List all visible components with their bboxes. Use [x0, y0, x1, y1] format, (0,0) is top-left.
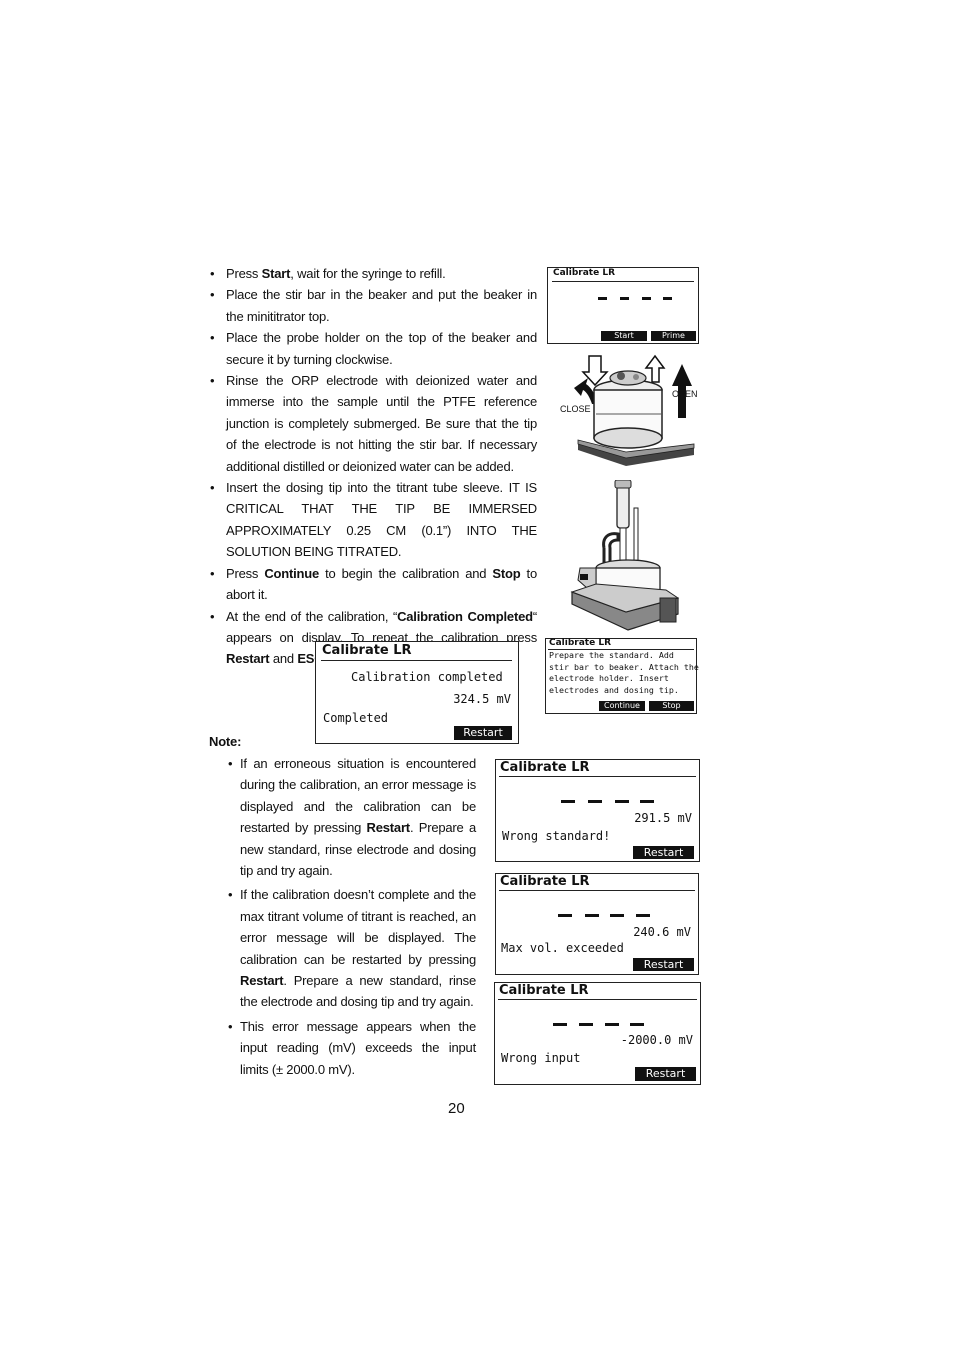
- list-item: • Press Continue to begin the calibration…: [208, 563, 537, 606]
- beaker-holder-illustration: CLOSE OPEN: [560, 354, 698, 466]
- list-item: • Place the probe holder on the top of th…: [208, 327, 537, 370]
- bullet-icon: •: [228, 1018, 233, 1034]
- lcd-status: Completed: [323, 711, 389, 725]
- lcd-completed-screen: Calibrate LR Calibration completed 324.5…: [315, 641, 519, 744]
- list-item-text: This error message appears when the inpu…: [240, 1018, 476, 1077]
- lcd-status: Wrong standard!: [502, 829, 611, 843]
- list-item-text: . Prepare a new standard, rinse electrod…: [240, 820, 476, 879]
- list-item-text: Rinse the ORP electrode with deionized w…: [226, 373, 537, 474]
- bullet-icon: •: [210, 287, 215, 303]
- list-item-keyword: Restart: [226, 651, 270, 667]
- page-number: 20: [448, 1100, 465, 1117]
- restart-button[interactable]: Restart: [633, 846, 694, 859]
- list-item-text: and: [269, 651, 298, 667]
- lcd-wrong-standard-screen: Calibrate LR 291.5 mV Wrong standard! Re…: [495, 759, 700, 862]
- lcd-prepare-line: electrode holder. Insert: [549, 673, 669, 683]
- lcd-prepare-line: stir bar to beaker. Attach the: [549, 661, 699, 672]
- list-item-text: Press: [226, 266, 262, 281]
- list-item-text: Press: [226, 565, 265, 581]
- list-item-text: to begin the calibration and: [319, 565, 493, 581]
- start-button[interactable]: Start: [601, 331, 647, 341]
- instruction-list: • Press Start, wait for the syringe to re…: [208, 263, 537, 670]
- continue-button[interactable]: Continue: [599, 701, 645, 711]
- lcd-value: 324.5 mV: [453, 692, 511, 706]
- restart-button[interactable]: Restart: [454, 726, 512, 740]
- lcd-message: Calibration completed: [351, 670, 503, 684]
- note-label: Note:: [209, 734, 242, 749]
- lcd-max-vol-screen: Calibrate LR 240.6 mV Max vol. exceeded …: [495, 873, 699, 975]
- list-item: • If an erroneous situation is encountere…: [226, 753, 476, 881]
- note-list: • If an erroneous situation is encountere…: [226, 753, 476, 1080]
- stop-button[interactable]: Stop: [649, 701, 694, 711]
- lcd-title: Calibrate LR: [500, 760, 590, 775]
- lcd-value: 240.6 mV: [633, 925, 691, 939]
- bullet-icon: •: [228, 887, 233, 903]
- restart-button[interactable]: Restart: [633, 958, 694, 971]
- list-item-keyword: Continue: [264, 565, 320, 581]
- bullet-icon: •: [210, 480, 215, 496]
- bullet-icon: •: [210, 266, 215, 281]
- list-item: • If the calibration doesn’t complete and…: [226, 884, 476, 1012]
- list-item-text: to abort it.: [226, 565, 537, 603]
- list-item-text: If the calibration doesn’t complete and …: [240, 887, 476, 967]
- list-item-keyword: Calibration Completed: [397, 608, 533, 624]
- lcd-title: Calibrate LR: [549, 638, 612, 648]
- list-item-keyword: Start: [261, 266, 291, 281]
- bullet-icon: •: [210, 373, 215, 389]
- electrode-titrator-illustration: [570, 480, 680, 631]
- list-item-keyword: Restart: [366, 820, 411, 836]
- prime-button[interactable]: Prime: [651, 331, 696, 341]
- list-item: • Place the stir bar in the beaker and pu…: [208, 284, 537, 327]
- lcd-status: Max vol. exceeded: [501, 941, 624, 955]
- close-label: CLOSE: [560, 404, 591, 414]
- lcd-title: Calibrate LR: [499, 983, 589, 998]
- list-item-keyword: Stop: [492, 565, 521, 581]
- bullet-icon: •: [210, 330, 215, 346]
- restart-button[interactable]: Restart: [635, 1067, 696, 1081]
- lcd-wrong-input-screen: Calibrate LR -2000.0 mV Wrong input Rest…: [494, 982, 701, 1085]
- lcd-title: Calibrate LR: [553, 268, 616, 278]
- list-item: • Rinse the ORP electrode with deionized …: [208, 370, 537, 477]
- bullet-icon: •: [210, 565, 215, 581]
- list-item: • Press Start, wait for the syringe to re…: [208, 263, 537, 284]
- bullet-icon: •: [228, 756, 233, 771]
- list-item-text: If an erroneous situation is encountered…: [240, 756, 476, 836]
- lcd-start-screen: Calibrate LR Start Prime: [547, 267, 699, 344]
- bullet-icon: •: [210, 608, 215, 624]
- list-item-text: Place the probe holder on the top of the…: [226, 330, 537, 367]
- lcd-value: -2000.0 mV: [620, 1033, 693, 1047]
- lcd-value: 291.5 mV: [634, 811, 692, 825]
- list-item: • This error message appears when the inp…: [226, 1016, 476, 1080]
- list-item-text: At the end of the calibration, “: [226, 608, 398, 624]
- lcd-prepare-line: electrodes and dosing tip.: [549, 684, 679, 695]
- lcd-prepare-screen: Calibrate LR Prepare the standard. Add s…: [545, 638, 699, 714]
- list-item: • Insert the dosing tip into the titrant …: [208, 477, 537, 563]
- lcd-status: Wrong input: [501, 1051, 581, 1065]
- lcd-prepare-line: Prepare the standard. Add: [549, 650, 674, 660]
- lcd-title: Calibrate LR: [500, 874, 590, 889]
- list-item-text: . Prepare a new standard, rinse the elec…: [240, 973, 476, 1010]
- list-item-text: Insert the dosing tip into the titrant t…: [226, 480, 537, 560]
- open-label: OPEN: [672, 389, 698, 399]
- list-item-keyword: Restart: [240, 973, 284, 989]
- list-item-text: , wait for the syringe to refill.: [290, 266, 446, 281]
- lcd-title: Calibrate LR: [322, 643, 412, 658]
- list-item-text: Place the stir bar in the beaker and put…: [226, 287, 537, 324]
